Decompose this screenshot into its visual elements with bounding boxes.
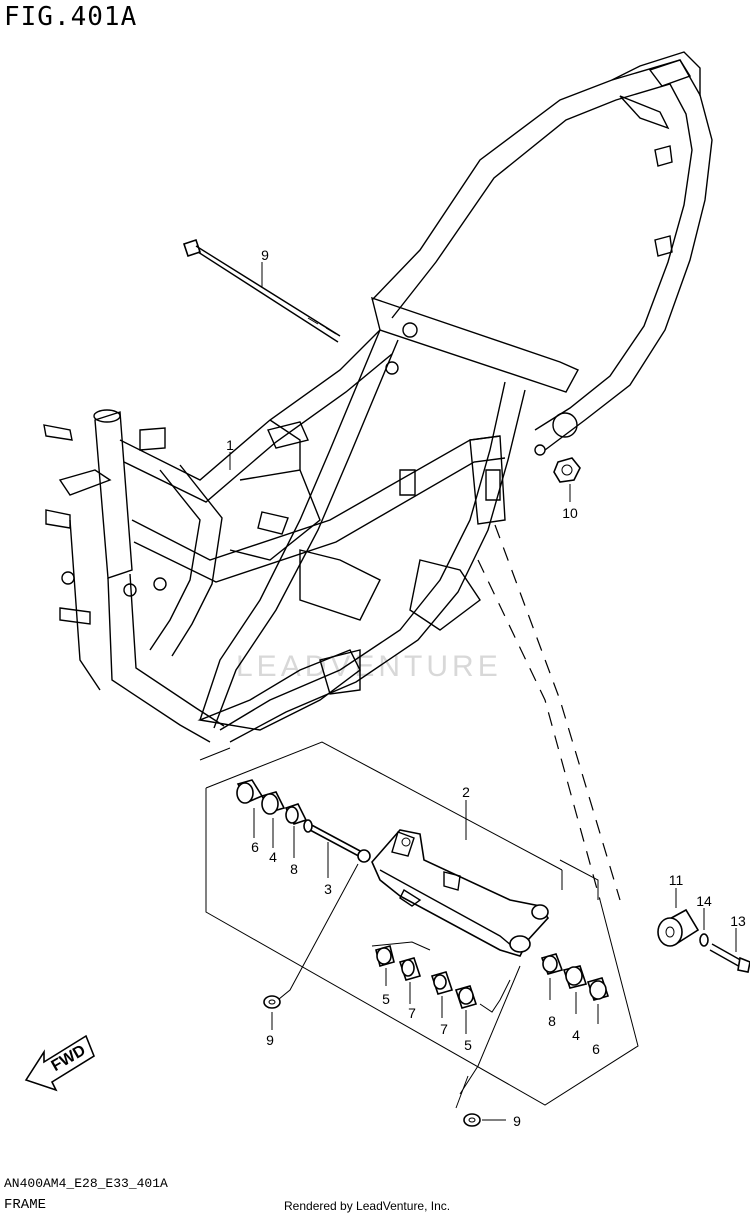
callout-5-left: 5 [382,991,390,1007]
callout-8-right: 8 [548,1013,556,1029]
bolt-10[interactable] [182,238,341,343]
leader-9b-stub [455,1075,469,1109]
shaft-3[interactable] [303,819,371,863]
bushing-5-right[interactable] [454,985,478,1009]
collar-4-right[interactable] [562,965,588,989]
collar-4-left[interactable] [260,791,286,815]
inner-box-top [371,941,431,951]
fwd-arrow: FWD [24,1034,95,1092]
diagram-code: AN400AM4_E28_E33_401A [4,1176,168,1191]
spacer-8-left[interactable] [284,803,308,825]
bushing-5-left[interactable] [375,945,395,967]
spacer-8-right[interactable] [540,953,564,975]
washer-14[interactable] [699,933,709,947]
callout-1: 1 [226,437,234,453]
callout-6-left: 6 [251,839,259,855]
collar-7-left[interactable] [398,957,422,981]
washer-9-lower[interactable] [463,1113,481,1127]
nut-11[interactable] [553,457,581,483]
swingarm-assembly-box [199,741,639,1106]
callout-5-right: 5 [464,1037,472,1053]
damper-12[interactable] [657,908,700,947]
callout-10: 9 [261,247,269,263]
washer-9-left[interactable] [263,995,281,1009]
callout-2: 2 [462,784,470,800]
callout-7-right: 7 [440,1021,448,1037]
bushing-6-left[interactable] [236,779,264,804]
callout-4-left: 4 [269,849,277,865]
callout-6-right: 6 [592,1041,600,1057]
figure-title: FIG.401A [4,2,138,32]
collar-7-right[interactable] [430,971,454,995]
callout-12: 11 [669,872,684,888]
callout-7-left: 7 [408,1005,416,1021]
bushing-6-right[interactable] [586,977,610,1001]
render-credit: Rendered by LeadVenture, Inc. [284,1199,451,1213]
leader-9a-line [267,863,359,1009]
callout-14: 14 [696,893,712,909]
bolt-13[interactable] [709,943,750,973]
callout-13: 13 [730,913,746,929]
inner-box-right [479,979,511,1013]
alignment-line-a [477,559,601,901]
callout-8-left: 8 [290,861,298,877]
engine-mount-bracket[interactable] [371,829,550,957]
callout-3: 3 [324,881,332,897]
callout-9-upper: 9 [266,1032,274,1048]
main-frame[interactable] [43,51,713,743]
leader-9b-line [459,965,521,1095]
watermark-text: LEADVENTURE [236,650,502,683]
alignment-line-b [494,524,621,901]
callout-9-lower: 9 [513,1113,521,1129]
section-label: FRAME [4,1197,47,1213]
callout-11: 10 [562,505,578,521]
callout-4-right: 4 [572,1027,580,1043]
